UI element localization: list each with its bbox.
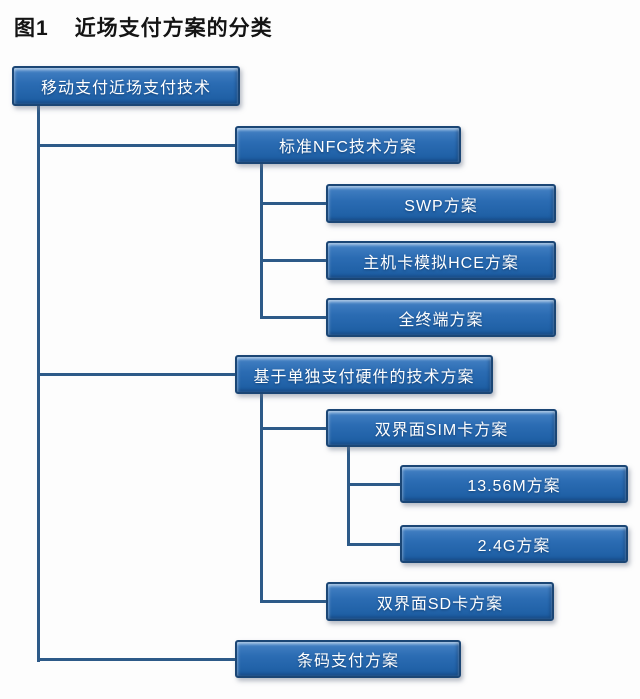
node-barcode-payment-solution: 条码支付方案 [235,640,461,678]
connector-root-trunk [37,105,40,662]
node-separate-hardware-solution: 基于单独支付硬件的技术方案 [235,355,493,394]
connector-sim-to-1356m [347,483,400,486]
connector-nfc-to-hce [260,259,326,262]
connector-root-to-barcode [37,658,235,661]
node-24g-solution: 2.4G方案 [400,525,628,563]
node-swp-solution: SWP方案 [326,184,556,223]
node-dual-interface-sim-solution: 双界面SIM卡方案 [326,409,557,447]
connector-root-to-nfc [37,144,235,147]
connector-sim-trunk [347,446,350,546]
node-mobile-nfc-payment-tech: 移动支付近场支付技术 [12,66,240,106]
connector-nfc-trunk [260,163,263,319]
node-standard-nfc-solution: 标准NFC技术方案 [235,126,461,164]
node-full-terminal-solution: 全终端方案 [326,298,556,337]
node-dual-interface-sd-solution: 双界面SD卡方案 [326,582,554,621]
connector-hardware-to-sim [260,427,326,430]
connector-hardware-to-sd [260,600,326,603]
node-1356m-solution: 13.56M方案 [400,465,628,503]
figure-number-label: 图1 [14,17,49,40]
connector-sim-to-24g [347,543,400,546]
figure-title: 图1 近场支付方案的分类 [14,12,273,42]
node-hce-solution: 主机卡模拟HCE方案 [326,241,556,280]
connector-hardware-trunk [260,393,263,603]
connector-nfc-to-swp [260,202,326,205]
connector-root-to-hardware [37,373,235,376]
figure-title-text: 近场支付方案的分类 [74,17,273,40]
connector-nfc-to-terminal [260,316,326,319]
